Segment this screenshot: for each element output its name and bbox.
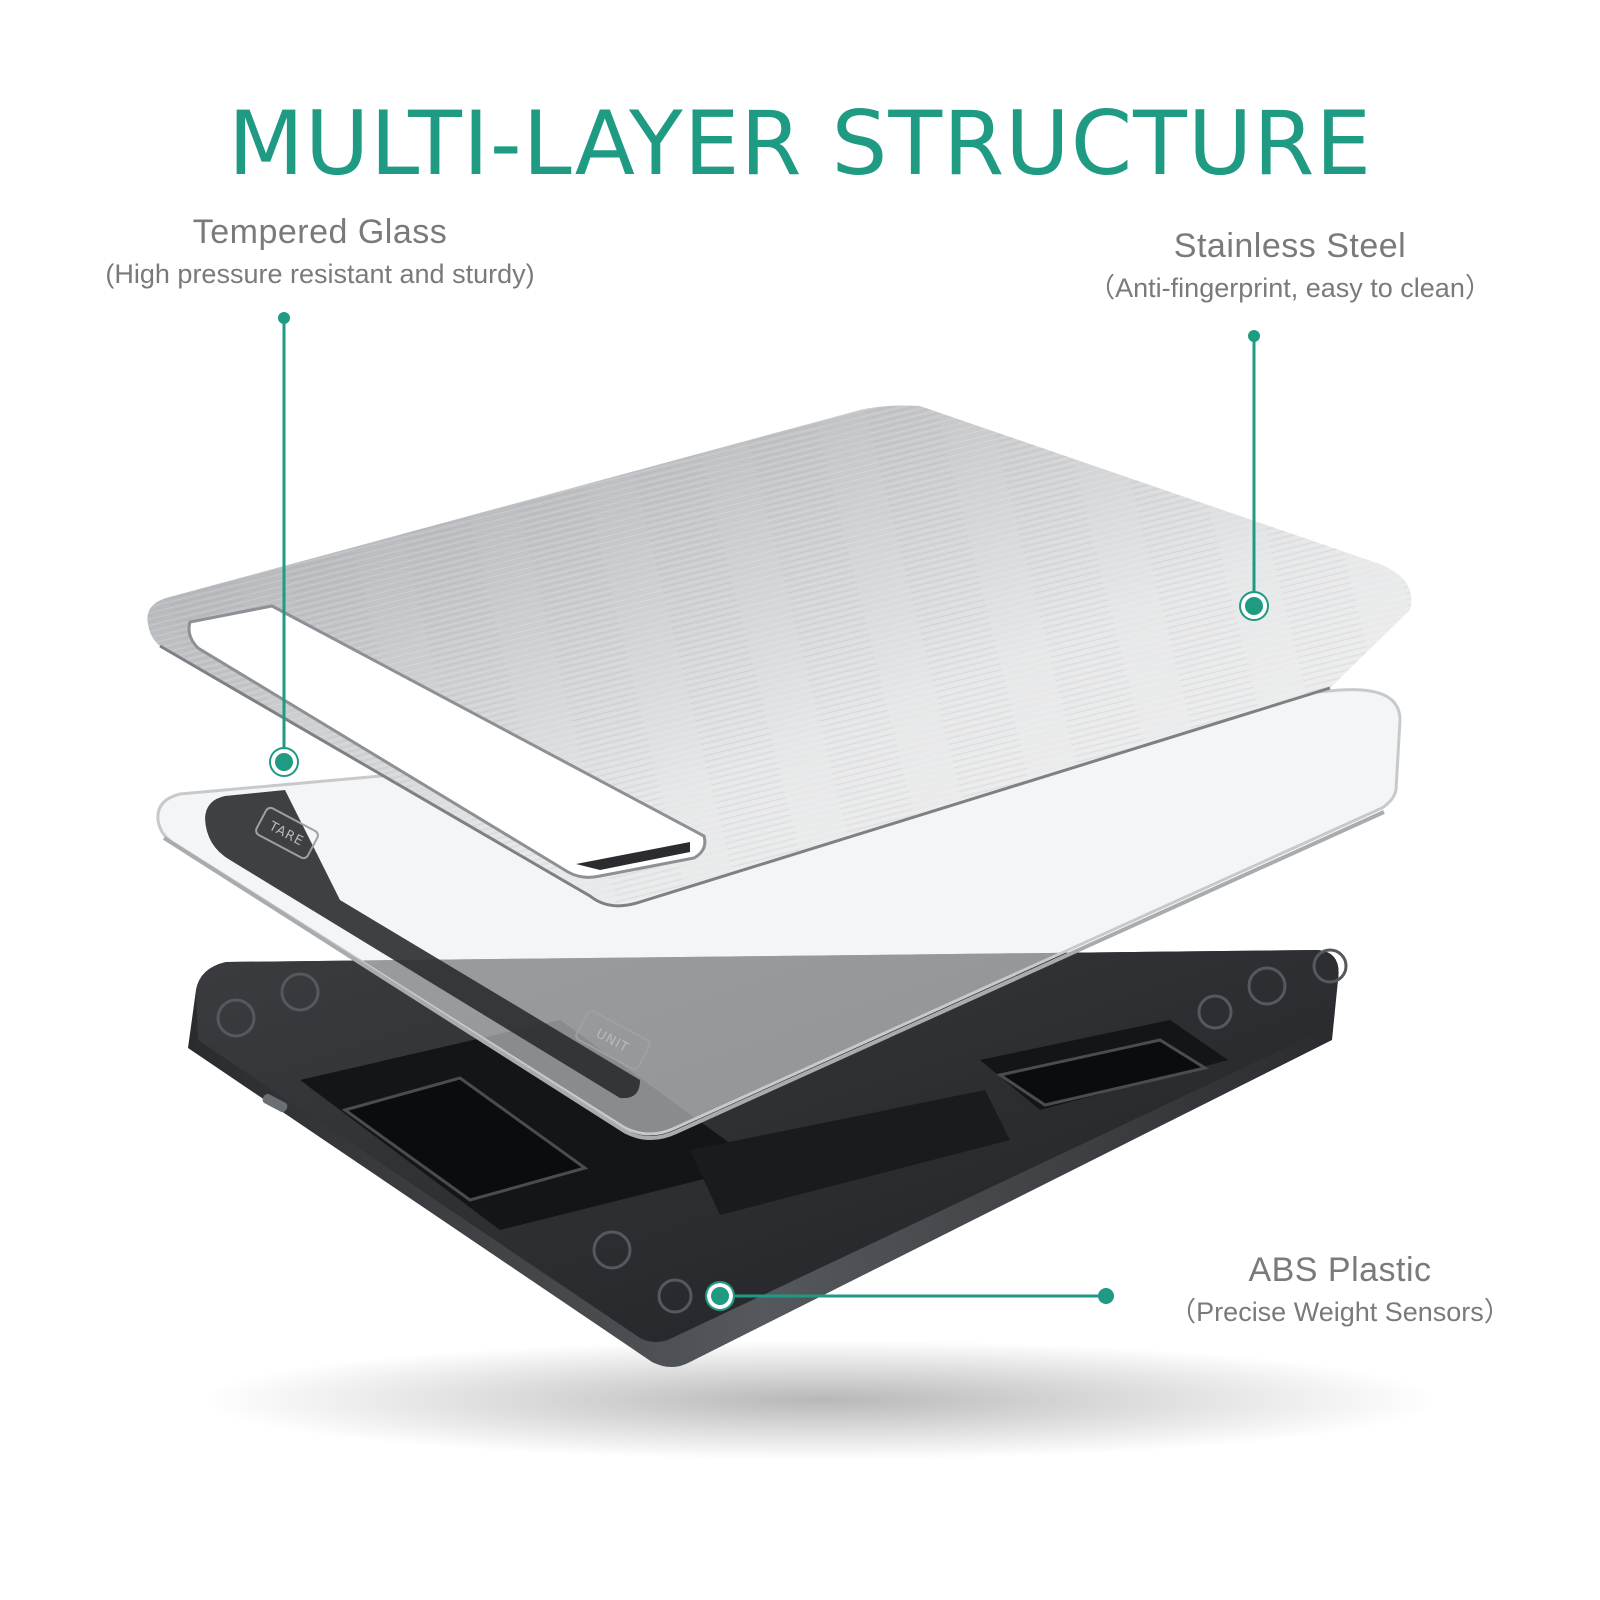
label-tempered-glass: Tempered Glass (High pressure resistant … [40, 212, 600, 292]
layer-name: ABS Plastic [1248, 1251, 1432, 1289]
stainless-steel-layer [147, 405, 1412, 908]
callout-steel [1239, 330, 1269, 621]
callout-abs [705, 1281, 1114, 1311]
layer-name: Stainless Steel [1173, 227, 1407, 265]
callout-glass [269, 312, 299, 777]
page-title: MULTI-LAYER STRUCTURE [227, 92, 1373, 195]
layer-description: （Anti-fingerprint, easy to clean） [1088, 273, 1492, 303]
layer-description: （Precise Weight Sensors） [1169, 1297, 1511, 1327]
label-stainless-steel: Stainless Steel （Anti-fingerprint, easy … [1010, 226, 1570, 306]
label-abs-plastic: ABS Plastic （Precise Weight Sensors） [1110, 1250, 1570, 1330]
layer-description: (High pressure resistant and sturdy) [105, 259, 535, 289]
floor-shadow [200, 1340, 1440, 1460]
abs-plastic-base [188, 948, 1348, 1367]
layer-name: Tempered Glass [192, 213, 448, 251]
